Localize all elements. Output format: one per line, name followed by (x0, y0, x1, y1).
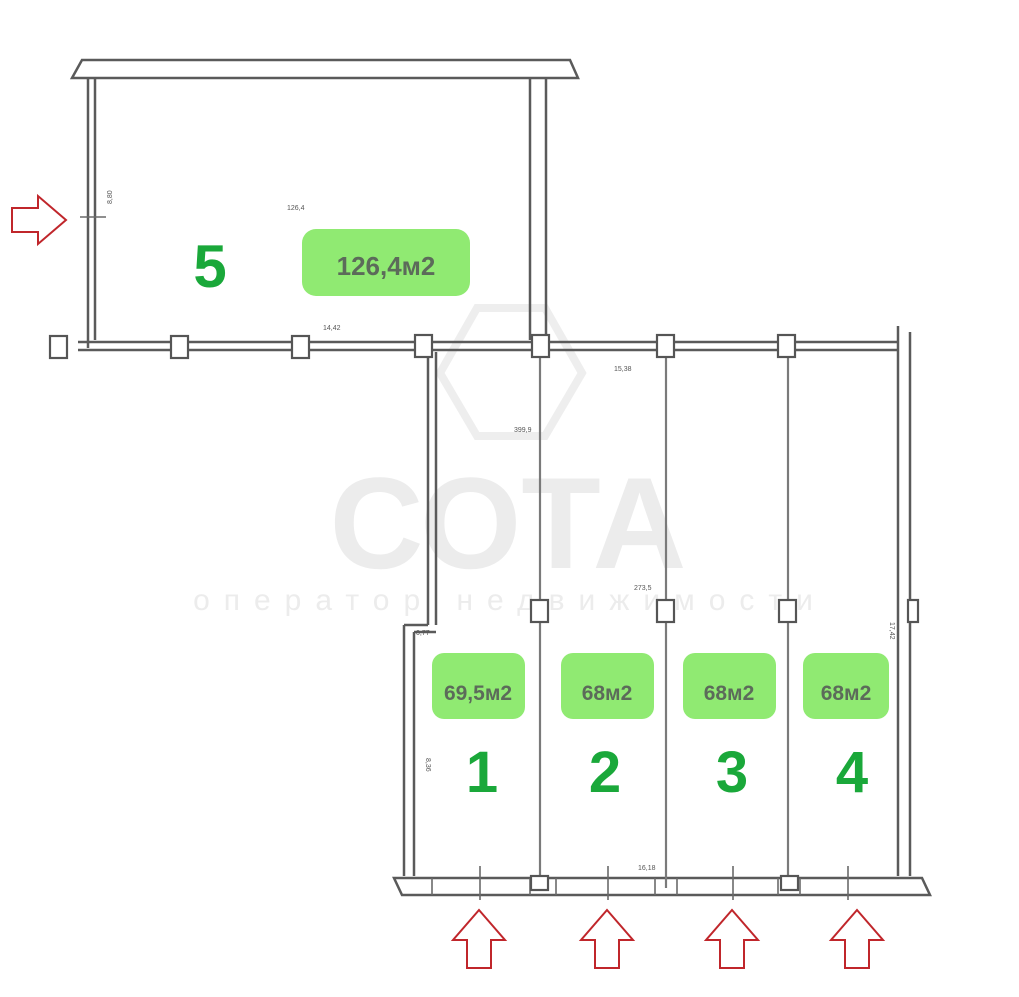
columns (48, 333, 800, 892)
watermark: СОТА оператор недвижимости (193, 304, 827, 617)
dim-upper-width: 14,42 (323, 325, 341, 332)
column (169, 334, 190, 360)
watermark-brand: СОТА (330, 450, 687, 596)
column (413, 333, 434, 359)
unit-number-1: 1 (466, 740, 498, 805)
dim-left-height: 8,36 (424, 758, 431, 772)
watermark-tagline: оператор недвижимости (193, 584, 827, 617)
column (529, 598, 550, 624)
dim-right-height: 17,42 (888, 622, 895, 640)
dim-area-total: 399,9 (514, 427, 532, 434)
dim-bottom-width: 16,18 (638, 865, 656, 872)
arrow-right-icon (11, 193, 68, 247)
column (48, 334, 69, 360)
column (776, 333, 797, 359)
column (529, 874, 550, 892)
area-badge (683, 653, 776, 719)
dim-upper-area: 126,4 (287, 205, 305, 212)
arrow-up-icon (578, 908, 636, 969)
column (290, 334, 311, 360)
column (779, 874, 800, 892)
area-badge (432, 653, 525, 719)
unit-3: 68м2 3 (683, 653, 776, 805)
unit-number-3: 3 (716, 740, 748, 805)
unit-5: 126,4м2 5 (193, 229, 470, 300)
area-label-unit-2: 68м2 (582, 682, 633, 705)
unit-1: 69,5м2 1 (432, 653, 525, 805)
unit-number-4: 4 (836, 740, 868, 805)
dim-left-offset: 0,77 (416, 630, 430, 637)
column (655, 598, 676, 624)
area-label-unit-1: 69,5м2 (444, 682, 512, 705)
unit-2: 68м2 2 (561, 653, 654, 805)
column (530, 333, 551, 359)
area-label-unit-4: 68м2 (821, 682, 872, 705)
lower-block-walls (392, 326, 932, 897)
area-badge (561, 653, 654, 719)
arrow-up-icon (828, 908, 886, 969)
dimension-labels: 126,4 14,42 8,80 15,38 399,9 273,5 17,42… (107, 190, 895, 872)
column (655, 333, 676, 359)
unit-4: 68м2 4 (803, 653, 889, 805)
dim-lower-top-width: 15,38 (614, 366, 632, 373)
dim-upper-height: 8,80 (107, 190, 114, 204)
upper-unit-walls (69, 58, 580, 352)
area-label-unit-3: 68м2 (704, 682, 755, 705)
unit-number-2: 2 (589, 740, 621, 805)
area-badge (803, 653, 889, 719)
column (777, 598, 798, 624)
arrow-up-icon (703, 908, 761, 969)
watermark-hexagon (435, 304, 587, 440)
arrow-up-icon (450, 908, 508, 969)
area-badge (302, 229, 470, 296)
dim-area-lower: 273,5 (634, 585, 652, 592)
area-label-unit-5: 126,4м2 (337, 251, 436, 281)
entrances (11, 193, 886, 969)
unit-number-5: 5 (193, 233, 226, 300)
